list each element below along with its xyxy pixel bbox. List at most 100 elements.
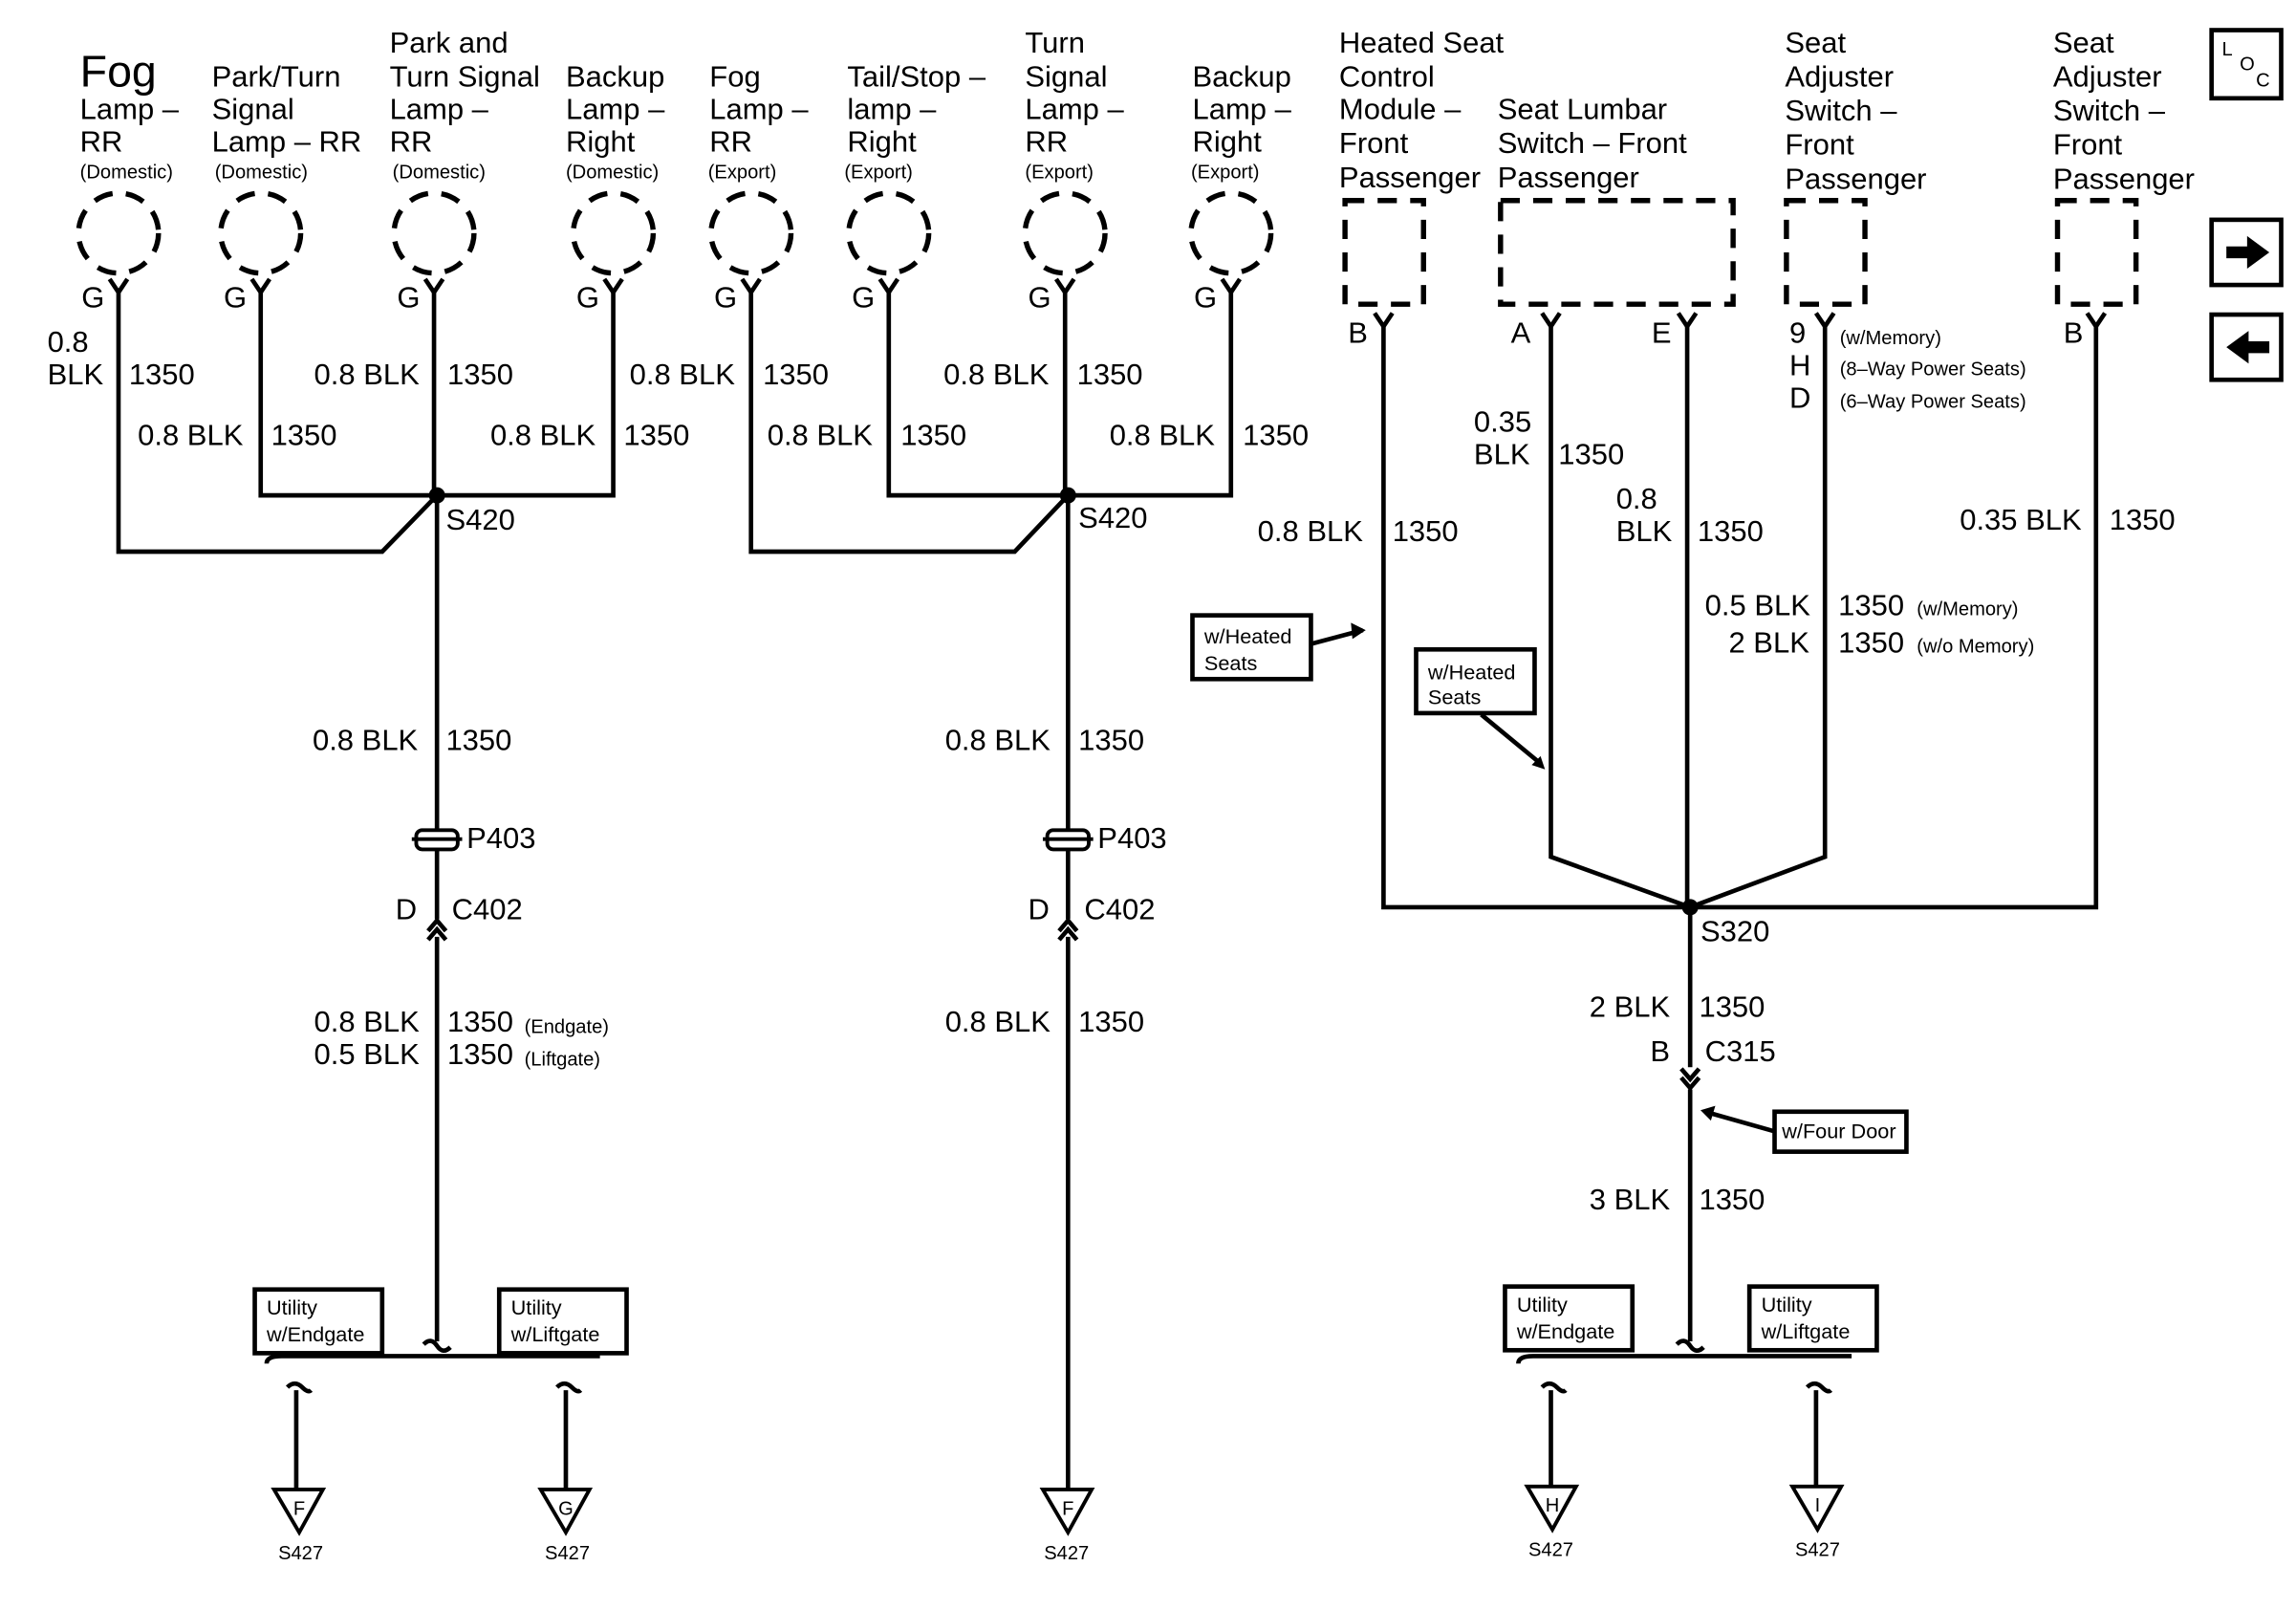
wire-note: (w/Memory): [1917, 599, 2018, 620]
loc-button[interactable]: L O C: [2209, 28, 2284, 101]
wire-label: 0.8 BLK: [313, 724, 419, 757]
component-label: Seat: [1785, 26, 1846, 59]
component-label: lamp –: [847, 92, 937, 125]
svg-text:O: O: [2240, 54, 2255, 75]
component-label: Lamp –: [390, 92, 489, 125]
svg-text:(Domestic): (Domestic): [566, 162, 659, 183]
component-label: Park and: [390, 26, 509, 59]
component-backup-lamp-domestic: Backup Lamp – Right (Domestic): [566, 59, 665, 183]
component-label: Switch –: [1785, 94, 1897, 127]
splice-dot: [428, 487, 445, 504]
connector-p403-middle: P403: [1042, 821, 1167, 855]
svg-text:Right: Right: [566, 125, 636, 159]
svg-text:I: I: [1815, 1495, 1821, 1516]
wire-label: 3 BLK: [1590, 1183, 1671, 1216]
svg-text:(Domestic): (Domestic): [215, 162, 308, 183]
svg-text:Signal: Signal: [1025, 59, 1107, 93]
ground-symbol-f-middle: F S427: [1039, 1488, 1095, 1564]
wire-label: 2 BLK: [1728, 625, 1809, 659]
splice-dot: [1681, 899, 1699, 916]
svg-text:C: C: [2256, 70, 2270, 91]
wire-circuit: 1350: [447, 1005, 513, 1038]
svg-text:(Export): (Export): [1191, 162, 1260, 183]
component-label: Right: [566, 125, 636, 159]
svg-text:Fog: Fog: [80, 46, 157, 96]
lamp-symbol: [218, 190, 304, 276]
option-box-utility-liftgate-right: Utility w/Liftgate: [1746, 1284, 1879, 1353]
wire-label: 0.8 BLK: [490, 418, 596, 451]
pin-label: G: [1194, 280, 1217, 314]
component-park-and-turn-lamp-domestic: Park and Turn Signal Lamp – RR (Domestic…: [390, 26, 540, 184]
component-label: Passenger: [1498, 161, 1639, 194]
wire-break-symbol: [555, 1381, 583, 1394]
component-note: (Export): [1025, 162, 1094, 183]
component-label: Module –: [1339, 92, 1462, 125]
pin-label: D: [1789, 381, 1810, 415]
svg-text:Switch – Front: Switch – Front: [1498, 126, 1687, 160]
svg-text:(Export): (Export): [1025, 162, 1094, 183]
svg-text:F: F: [293, 1498, 305, 1519]
pin-note: (8–Way Power Seats): [1840, 359, 2026, 381]
pin-label: B: [2064, 316, 2084, 350]
component-note: (Domestic): [393, 162, 486, 183]
component-label: Signal: [212, 92, 294, 125]
connector-pin: D: [1028, 892, 1049, 925]
wire-label: 0.8 BLK: [630, 358, 736, 391]
wire-label: 0.8 BLK: [1258, 514, 1364, 548]
pin-label: G: [397, 280, 420, 314]
wire-note: (Endgate): [525, 1017, 609, 1038]
svg-text:Passenger: Passenger: [1498, 161, 1639, 194]
ground-symbol-f-left: F S427: [271, 1488, 327, 1564]
svg-text:Lamp – RR: Lamp – RR: [212, 125, 362, 159]
component-label: Lamp –: [566, 92, 665, 125]
component-label: RR: [709, 125, 752, 159]
component-label: Backup: [566, 59, 664, 93]
component-label: Turn: [1025, 26, 1085, 59]
wire-circuit: 1350: [1077, 358, 1143, 391]
svg-text:Control: Control: [1339, 59, 1435, 93]
svg-text:Lamp –: Lamp –: [390, 92, 489, 125]
option-box-utility-endgate-left: Utility w/Endgate: [252, 1287, 385, 1356]
svg-text:w/Liftgate: w/Liftgate: [510, 1322, 600, 1346]
component-note: (Domestic): [215, 162, 308, 183]
wire-size: 0.8: [1616, 482, 1657, 515]
wire-break-symbol: [1805, 1381, 1833, 1394]
svg-text:(Domestic): (Domestic): [393, 162, 486, 183]
wire-label: 0.8 BLK: [314, 1005, 421, 1038]
svg-text:Utility: Utility: [267, 1295, 317, 1319]
svg-text:Seat: Seat: [2053, 26, 2114, 59]
option-box-heated-seats-1: w/Heated Seats: [1190, 613, 1366, 682]
previous-page-button[interactable]: [2209, 312, 2284, 382]
connector-label: C315: [1705, 1034, 1776, 1068]
svg-text:Utility: Utility: [1762, 1293, 1812, 1316]
wire-circuit: 1350: [1838, 589, 1904, 622]
wires-right-group: [1381, 326, 2099, 1490]
next-page-button[interactable]: [2209, 217, 2284, 288]
switch-symbol: [1498, 198, 1736, 307]
svg-text:Seats: Seats: [1428, 685, 1482, 709]
module-symbol: [1342, 198, 1426, 307]
wire-circuit: 1350: [623, 418, 689, 451]
svg-text:S427: S427: [1528, 1540, 1573, 1561]
wire-circuit: 1350: [129, 358, 195, 391]
wire-break-symbol: [422, 1338, 452, 1353]
svg-text:RR: RR: [80, 125, 123, 159]
wire-circuit: 1350: [763, 358, 829, 391]
svg-text:Fog: Fog: [709, 59, 760, 93]
connector-label: P403: [1097, 821, 1166, 855]
wire-label: 0.35 BLK: [1960, 503, 2082, 536]
svg-text:Switch –: Switch –: [2053, 94, 2166, 127]
pin-label: G: [1028, 280, 1051, 314]
option-box-utility-liftgate-left: Utility w/Liftgate: [496, 1287, 629, 1356]
svg-text:Passenger: Passenger: [1339, 161, 1481, 194]
pin-note: (w/Memory): [1840, 328, 1941, 349]
svg-text:RR: RR: [390, 125, 433, 159]
svg-text:Right: Right: [847, 125, 917, 159]
svg-text:lamp –: lamp –: [847, 92, 937, 125]
svg-text:w/Heated: w/Heated: [1427, 660, 1516, 684]
component-label: Switch –: [2053, 94, 2166, 127]
svg-text:w/Four Door: w/Four Door: [1781, 1120, 1895, 1143]
pin-label: G: [224, 280, 247, 314]
wire-note: (w/o Memory): [1917, 636, 2034, 657]
component-label: Passenger: [2053, 162, 2195, 195]
